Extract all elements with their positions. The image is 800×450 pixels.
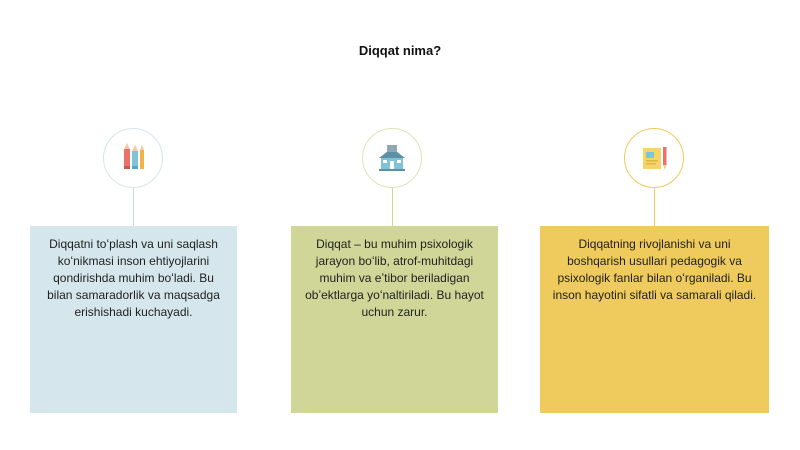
step-1-circle [103, 128, 163, 188]
step-3-card: Diqqatning rivojlanishi va uni boshqaris… [540, 226, 769, 413]
diagram-title: Diqqat nima? [358, 43, 442, 58]
step-2-circle [362, 128, 422, 188]
step-1-card: Diqqatni toʻplash va uni saqlash koʻnikm… [30, 226, 237, 413]
school-building-icon [379, 145, 405, 171]
notebook-pencil-icon [643, 147, 667, 170]
step-2-text: Diqqat – bu muhim psixologik jarayon boʻ… [305, 237, 484, 320]
pencils-icon [124, 143, 144, 169]
step-2-connector [392, 188, 393, 226]
step-3-connector [654, 188, 655, 226]
step-3-text: Diqqatning rivojlanishi va uni boshqaris… [552, 237, 757, 303]
step-1-connector [133, 188, 134, 226]
step-1-text: Diqqatni toʻplash va uni saqlash koʻnikm… [47, 237, 220, 320]
step-2-card: Diqqat – bu muhim psixologik jarayon boʻ… [291, 226, 498, 413]
step-3-circle [624, 128, 684, 188]
